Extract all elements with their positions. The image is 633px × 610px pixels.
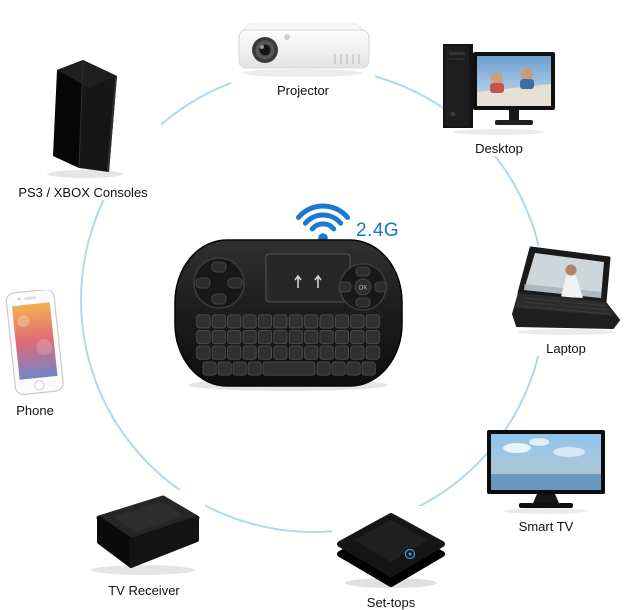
projector-image (238, 23, 370, 77)
ok-key-label: OK (359, 286, 368, 292)
tv-receiver-label: TV Receiver (108, 583, 180, 598)
desktop-image (443, 44, 555, 135)
device-phone: Phone (2, 290, 68, 418)
device-tv-receiver: TV Receiver (83, 490, 205, 598)
mini-keyboard-image: OK (174, 239, 403, 391)
set-tops-label: Set-tops (366, 595, 416, 610)
laptop-label: Laptop (546, 341, 586, 356)
device-desktop: Desktop (443, 40, 555, 156)
tv-receiver-image (91, 495, 200, 575)
consoles-label: PS3 / XBOX Consoles (18, 185, 148, 200)
desktop-label: Desktop (475, 141, 523, 156)
smartphone-image (5, 290, 64, 396)
band-label: 2.4G (356, 220, 400, 241)
device-projector: Projector (231, 14, 375, 98)
device-set-tops: Set-tops (332, 506, 450, 610)
smart-tv-image (487, 430, 605, 514)
set-top-box-image (337, 513, 445, 588)
smart-tv-label: Smart TV (518, 519, 574, 534)
phone-label: Phone (16, 403, 54, 418)
device-smart-tv: Smart TV (487, 430, 605, 534)
device-laptop: Laptop (510, 246, 622, 356)
device-consoles: PS3 / XBOX Consoles (5, 56, 161, 200)
ps4-console-image (47, 59, 123, 178)
projector-label: Projector (276, 83, 330, 98)
laptop-image (512, 246, 620, 335)
